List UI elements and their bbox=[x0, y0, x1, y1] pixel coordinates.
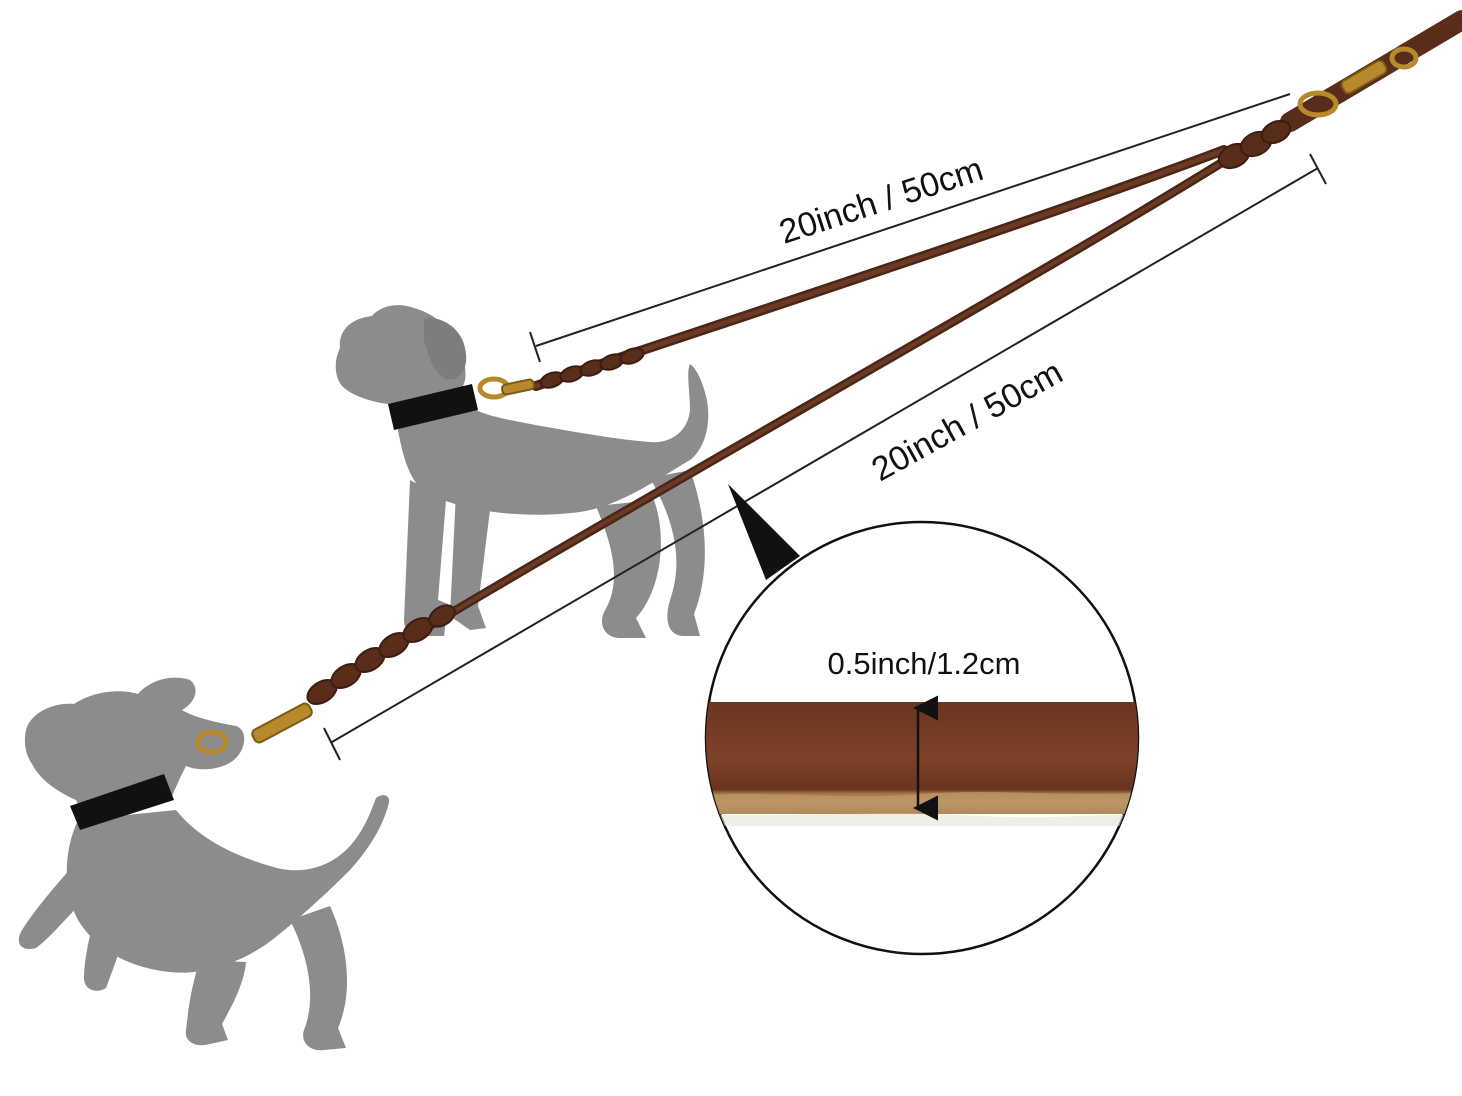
dimension-lower bbox=[323, 153, 1327, 761]
strap-width-label: 0.5inch/1.2cm bbox=[828, 646, 1021, 681]
upper-branch-length-label: 20inch / 50cm bbox=[775, 150, 988, 252]
clip-jumping-dog bbox=[195, 702, 313, 755]
braided-knot-icon bbox=[306, 119, 1292, 705]
clip-handle bbox=[1297, 46, 1419, 118]
magnifier-pointer bbox=[728, 484, 800, 580]
clip-standing-dog bbox=[477, 376, 535, 400]
standing-dog-icon bbox=[335, 305, 709, 638]
collar-jumping-dog bbox=[70, 774, 174, 830]
jumping-dog-icon bbox=[18, 677, 390, 1051]
dimension-upper bbox=[529, 93, 1291, 363]
brass-clip-icon bbox=[195, 46, 1419, 755]
collar-standing-dog bbox=[388, 384, 478, 430]
braid-lower bbox=[306, 604, 456, 705]
braid-upper bbox=[539, 347, 645, 389]
lower-branch-length-label: 20inch / 50cm bbox=[865, 353, 1069, 489]
braid-junction bbox=[1217, 119, 1292, 170]
magnifier-circle-icon bbox=[704, 520, 1140, 956]
